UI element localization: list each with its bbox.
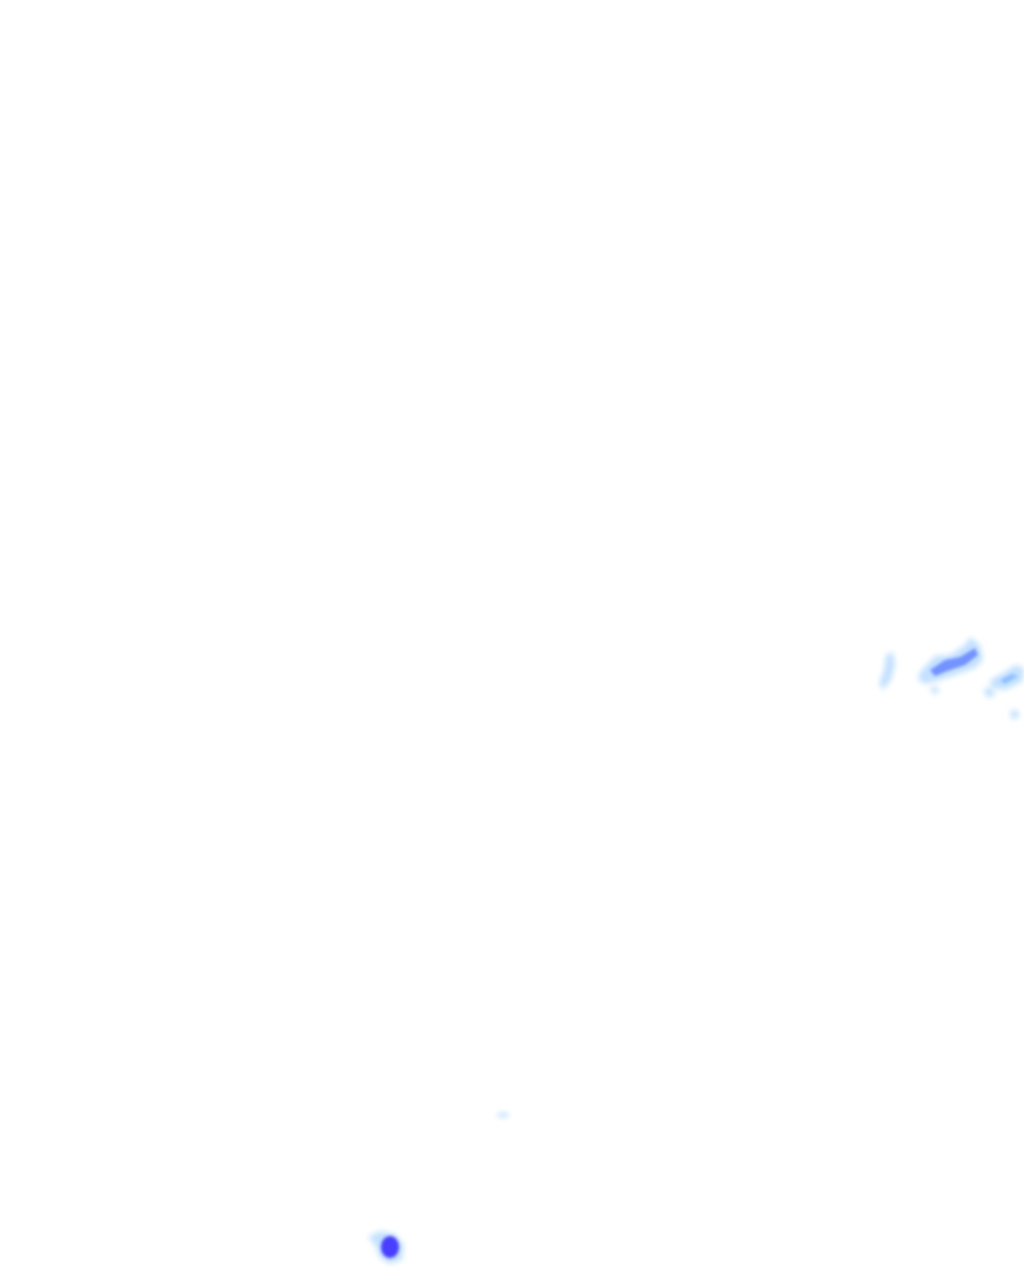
precip-cluster-east [879, 637, 1024, 720]
precip-cell [1010, 709, 1020, 720]
precip-cell [930, 686, 940, 694]
precip-core [381, 1236, 399, 1258]
precip-cell [983, 687, 996, 698]
precip-core [930, 648, 978, 676]
precip-cell [879, 652, 895, 690]
precip-core [1000, 674, 1018, 684]
precip-cell [497, 1112, 509, 1118]
